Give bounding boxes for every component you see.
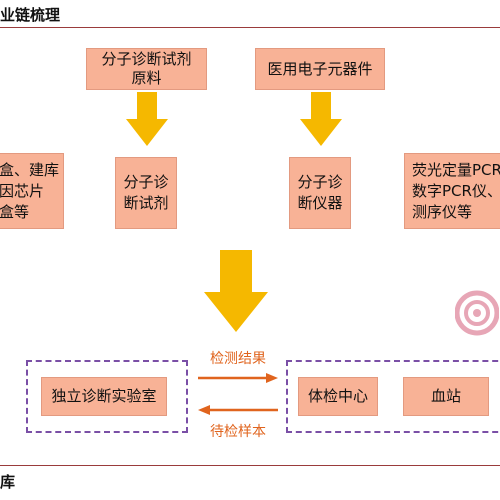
down-arrow-icon [204,250,268,332]
down-arrow-icon [300,92,342,146]
down-arrow-icon [126,92,168,146]
pcr-instruments-box: 荧光定量PCR 数字PCR仪、 测序仪等 [404,153,500,229]
page-title: 业链梳理 [0,6,61,24]
watermark-logo-icon [455,290,499,336]
customer-group [286,360,500,433]
header-rule [0,27,500,28]
right-arrow-icon [198,373,278,383]
footer-title: 库 [0,473,16,491]
instruments-box: 分子诊 断仪器 [289,157,351,229]
independent-lab-box: 独立诊断实验室 [41,377,167,416]
raw-materials-box: 分子诊断试剂 原料 [86,48,207,90]
blood-station-box: 血站 [403,377,489,416]
reagents-box: 分子诊 断试剂 [115,157,177,229]
physical-exam-center-box: 体检中心 [298,377,378,416]
consumables-box: 盒、建库 因芯片 盒等 [0,153,64,229]
samples-label: 待检样本 [210,424,266,440]
results-label: 检测结果 [210,351,266,367]
electronics-box: 医用电子元器件 [255,48,385,90]
footer-rule [0,465,500,466]
left-arrow-icon [198,405,278,415]
lab-group [26,360,188,433]
